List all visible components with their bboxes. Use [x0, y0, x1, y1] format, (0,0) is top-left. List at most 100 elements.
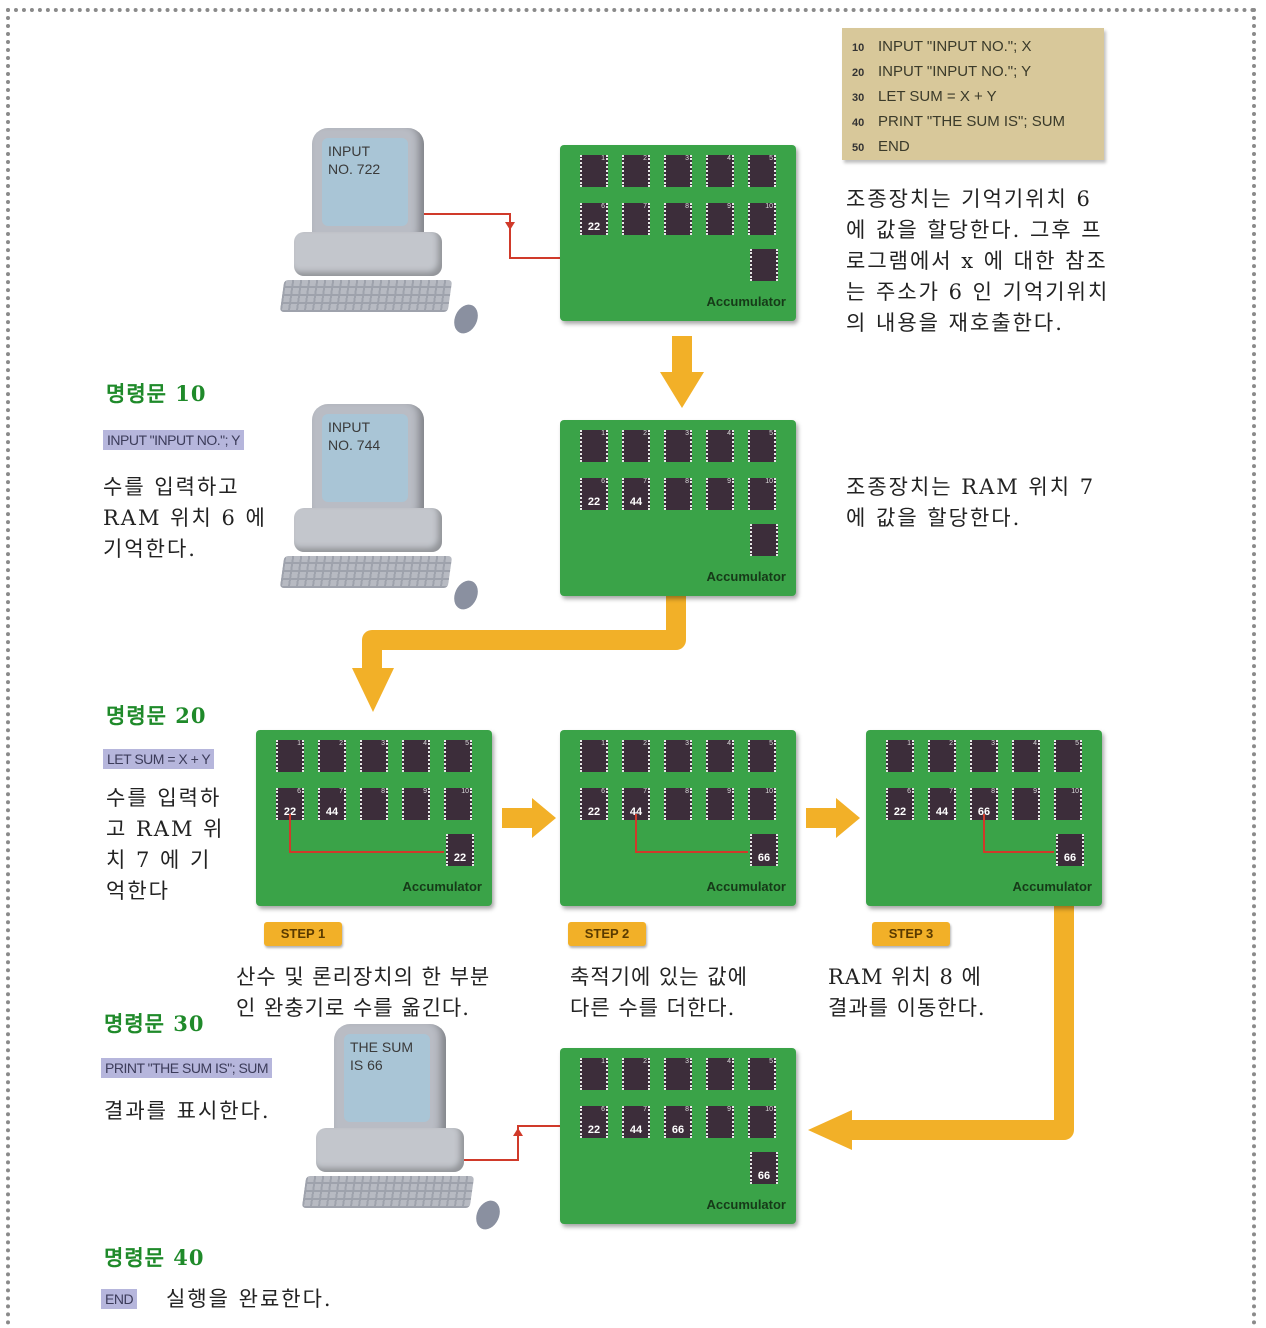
cell-address: 8: [685, 203, 689, 210]
statement-40-code: END: [101, 1289, 138, 1309]
elbow-arrow: [362, 596, 686, 670]
screen-display: THE SUM IS 66: [344, 1034, 430, 1122]
desc-line: 산수 및 론리장치의 한 부분: [236, 965, 491, 989]
memory-cell-8: 8: [664, 478, 692, 510]
desc-line: 에 값을 할당한다. 그후 프: [846, 218, 1103, 242]
memory-cell-3: 3: [360, 740, 388, 772]
cell-address: 5: [769, 430, 773, 437]
memory-cell-1: 1: [886, 740, 914, 772]
return-arrow-head: [808, 1110, 852, 1150]
cell-address: 4: [727, 155, 731, 162]
cell-address: 1: [907, 740, 911, 747]
desc-line: 조종장치는 기억기위치 6: [846, 187, 1092, 211]
step-1-description: 산수 및 론리장치의 한 부분 인 완충기로 수를 옮긴다.: [236, 962, 566, 1024]
memory-cell-8: 8: [664, 788, 692, 820]
cell-address: 9: [727, 788, 731, 795]
memory-cell-2: 2: [928, 740, 956, 772]
desc-line: 수를 입력하: [106, 786, 222, 810]
cell-value: 66: [671, 1124, 685, 1136]
accumulator-chip: [750, 249, 778, 281]
cell-address: 9: [727, 1106, 731, 1113]
desc-line: 기억한다.: [103, 537, 197, 561]
cell-address: 8: [685, 478, 689, 485]
code-text: INPUT "INPUT NO."; Y: [878, 63, 1032, 80]
memory-cell-2: 2: [622, 430, 650, 462]
cell-address: 10: [765, 1106, 773, 1113]
line-number: 10: [852, 42, 865, 54]
cell-address: 10: [765, 203, 773, 210]
screen-line: INPUT: [328, 143, 370, 159]
screen-line: INPUT: [328, 419, 370, 435]
monitor: INPUT NO. 722: [312, 128, 424, 246]
memory-cell-3: 3: [664, 430, 692, 462]
cell-address: 4: [727, 740, 731, 747]
line-number: 20: [852, 67, 865, 79]
cell-address: 8: [685, 1106, 689, 1113]
memory-cell-2: 2: [622, 1058, 650, 1090]
cell-address: 1: [297, 740, 301, 747]
cell-address: 6: [601, 478, 605, 485]
elbow-arrow-head: [352, 668, 394, 712]
memory-cell-9: 9: [706, 788, 734, 820]
accumulator-value: 66: [757, 1170, 771, 1182]
desc-line: RAM 위치 8 에: [828, 965, 982, 989]
line-number: 30: [852, 92, 865, 104]
memory-cell-6: 6 22: [886, 788, 914, 820]
transfer-wire: [635, 814, 748, 853]
right-arrow-1: [502, 798, 556, 838]
cell-address: 5: [769, 1058, 773, 1065]
desc-line: RAM 위치 6 에: [103, 506, 267, 530]
memory-cell-4: 4: [402, 740, 430, 772]
desc-line: 인 완충기로 수를 옮긴다.: [236, 996, 470, 1020]
statement-30-description: 결과를 표시한다.: [104, 1099, 271, 1123]
statement-30-heading: 명령문 30: [104, 1011, 205, 1036]
cell-address: 9: [423, 788, 427, 795]
memory-cell-5: 5: [748, 1058, 776, 1090]
cell-address: 10: [461, 788, 469, 795]
memory-cell-3: 3: [664, 1058, 692, 1090]
memory-cell-4: 4: [706, 155, 734, 187]
memory-cell-10: 10: [1054, 788, 1082, 820]
cell-address: 4: [727, 430, 731, 437]
desc-line: 치 7 에 기: [106, 848, 212, 872]
memory-cell-1: 1: [580, 430, 608, 462]
wire-arrow-1: [505, 222, 515, 230]
cell-value: 44: [325, 806, 339, 818]
cell-value: 22: [893, 806, 907, 818]
memory-cell-5: 5: [748, 740, 776, 772]
statement-10-code: INPUT "INPUT NO."; Y: [103, 430, 244, 450]
accumulator-chip: 66: [750, 834, 778, 866]
cell-address: 2: [643, 1058, 647, 1065]
screen-line: THE SUM: [350, 1039, 413, 1055]
cell-address: 8: [991, 788, 995, 795]
memory-cell-8: 8 66: [664, 1106, 692, 1138]
cell-address: 6: [297, 788, 301, 795]
cell-address: 3: [991, 740, 995, 747]
statement-30-code: PRINT "THE SUM IS"; SUM: [101, 1058, 273, 1078]
cell-address: 1: [601, 430, 605, 437]
memory-cell-5: 5: [444, 740, 472, 772]
computer-2: INPUT NO. 744: [279, 396, 483, 616]
step-2-description: 축적기에 있는 값에 다른 수를 더한다.: [570, 962, 810, 1024]
statement-40-heading: 명령문 40: [104, 1245, 205, 1270]
cell-address: 3: [685, 155, 689, 162]
cell-address: 6: [907, 788, 911, 795]
line-number: 40: [852, 117, 865, 129]
cell-address: 7: [643, 788, 647, 795]
cell-value: 22: [587, 1124, 601, 1136]
memory-cell-3: 3: [664, 740, 692, 772]
computer-base: [316, 1128, 464, 1172]
memory-cell-5: 5: [748, 430, 776, 462]
cell-address: 6: [601, 1106, 605, 1113]
accumulator-label: Accumulator: [706, 879, 786, 894]
computer-base: [294, 508, 442, 552]
